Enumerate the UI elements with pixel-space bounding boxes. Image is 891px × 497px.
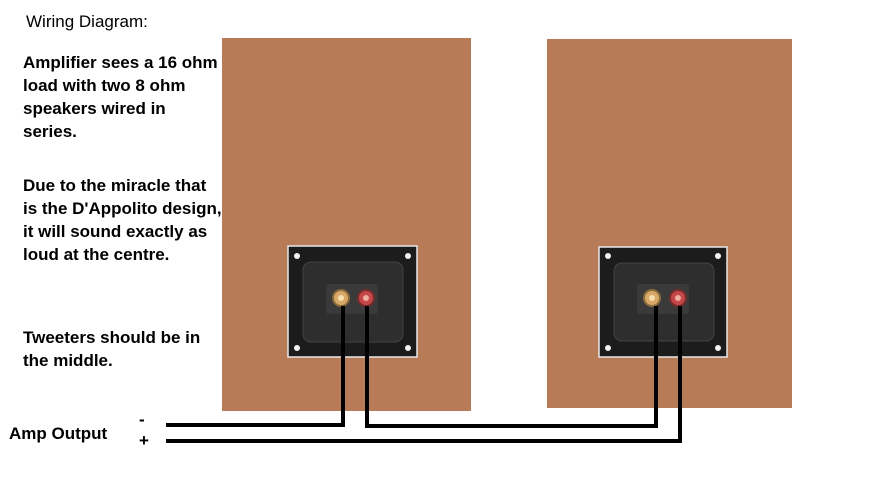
amp-output-label: Amp Output (9, 424, 108, 443)
left-terminal-plate (287, 245, 418, 358)
diagram-title: Wiring Diagram: (26, 12, 148, 31)
negative-terminal-label: - (139, 410, 145, 429)
positive-terminal-label: + (139, 431, 149, 450)
negative-wire (166, 306, 345, 427)
series-link-wire (365, 306, 658, 428)
right-terminal-plate (598, 246, 728, 358)
tweeter-note: Tweeters should be in the middle. (23, 328, 201, 370)
positive-wire (166, 306, 682, 443)
load-description: Amplifier sees a 16 ohm load with two 8 … (23, 53, 218, 141)
dappolito-note: Due to the miracle that is the D'Appolit… (23, 176, 222, 264)
